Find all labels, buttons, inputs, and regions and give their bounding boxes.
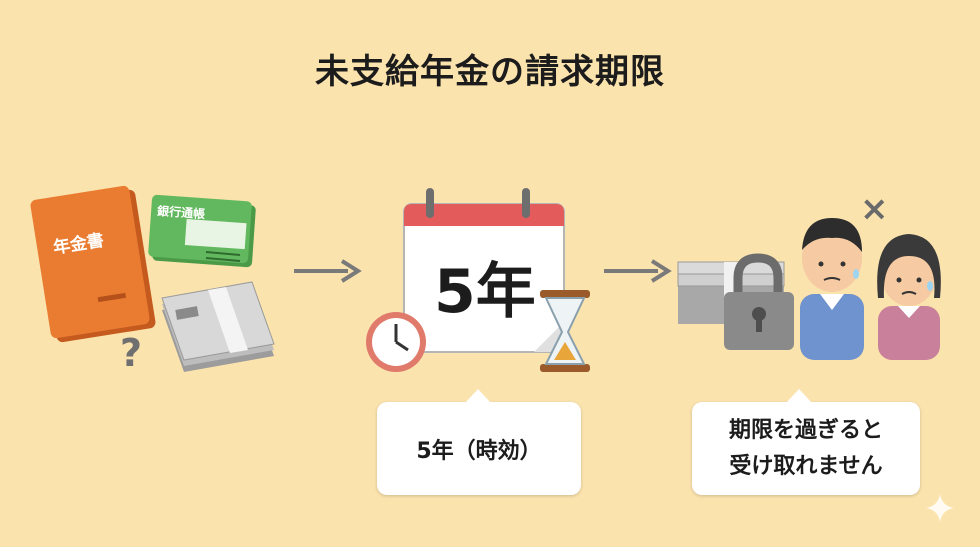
bankbook-icon: 銀行通帳: [148, 194, 256, 268]
arrow-right-icon: [294, 259, 362, 283]
pension-documents-illustration: 年金書 銀行通帳 ?: [30, 185, 275, 375]
warning-bubble-line2: 受け取れません: [729, 453, 883, 479]
hourglass-icon: [540, 290, 590, 372]
sparkle-icon: [926, 494, 954, 522]
bankbook-label: 銀行通帳: [156, 203, 206, 221]
calendar-illustration: 5年: [366, 188, 590, 372]
warning-bubble: 期限を過ぎると 受け取れません: [692, 389, 920, 495]
arrow-right-icon: [604, 259, 672, 283]
calendar-text: 5年: [434, 257, 536, 327]
limit-bubble: 5年（時効）: [377, 389, 581, 495]
clock-icon: [366, 312, 426, 372]
cross-mark-icon: ×: [860, 189, 889, 229]
limit-bubble-text: 5年（時効）: [416, 438, 542, 464]
worried-woman-icon: [877, 234, 941, 360]
padlock-icon: [724, 253, 794, 350]
pension-book-icon: 年金書: [30, 185, 156, 343]
warning-bubble-line1: 期限を過ぎると: [728, 417, 883, 443]
page-title: 未支給年金の請求期限: [315, 52, 665, 92]
question-mark-icon: ?: [120, 331, 142, 375]
worried-man-icon: [800, 218, 864, 360]
money-stack-icon: [161, 281, 275, 372]
locked-money-illustration: ×: [677, 189, 941, 360]
calendar-icon: 5年: [403, 188, 565, 353]
